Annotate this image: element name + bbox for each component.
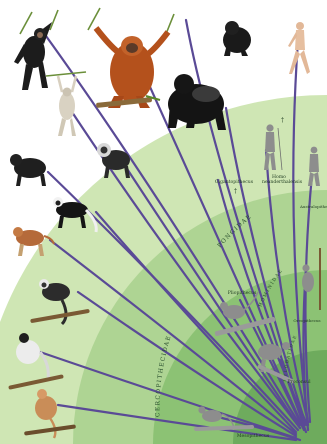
black-macaque xyxy=(10,154,46,186)
label-australopithecus: Australopithecus xyxy=(300,204,326,209)
label-mesopithecus: Mesopithecus xyxy=(230,434,276,439)
orangutan xyxy=(88,8,174,108)
label-pliopithecus: Pliopithecus xyxy=(222,291,262,296)
label-homo-neanderthalensis: Homo neanderthalensis xyxy=(262,175,296,185)
dagger-gigantopithecus: † xyxy=(234,188,237,195)
label-gigantopithecus: Gigantopithecus xyxy=(214,180,254,185)
human xyxy=(288,22,310,74)
gibbon xyxy=(46,72,86,136)
chimpanzee xyxy=(14,10,58,90)
gorilla-silverback xyxy=(168,74,226,130)
gorilla xyxy=(223,21,251,56)
label-proconsul: Proconsul xyxy=(282,380,316,385)
label-oreopithecus: Oreopithecus xyxy=(290,318,324,323)
dagger-neanderthal: † xyxy=(281,117,284,124)
